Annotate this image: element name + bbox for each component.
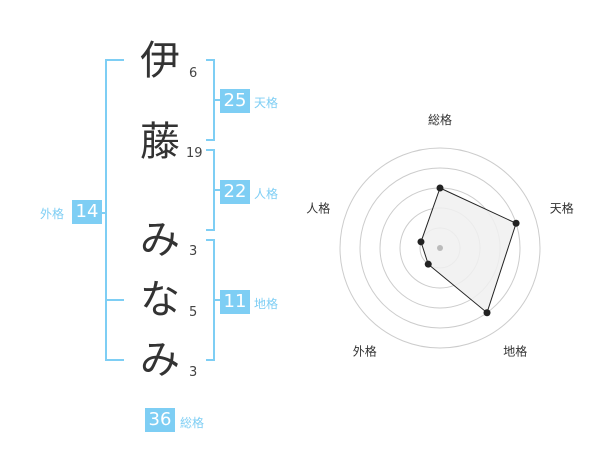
radar-axis-label-5: 人格	[306, 200, 330, 215]
stroke-count-5: 3	[189, 365, 198, 380]
chikaku-value-badge: 11	[220, 290, 250, 314]
stroke-count-2: 19	[186, 146, 203, 161]
tenkaku-value-badge: 25	[220, 89, 250, 113]
radar-point-1	[436, 184, 444, 192]
name-char-4: な	[140, 277, 180, 323]
radar-point-5	[417, 238, 425, 246]
tenkaku-label: 天格	[254, 96, 279, 110]
radar-ring-4	[359, 167, 521, 329]
chikaku-label: 地格	[254, 297, 279, 311]
gaikaku-bracket	[105, 59, 124, 361]
radar-point-4	[424, 260, 432, 268]
soukaku-value-badge: 36	[145, 408, 175, 432]
radar-ring-5	[339, 147, 541, 349]
radar-axis-label-2: 天格	[550, 200, 574, 215]
gaikaku-value-badge: 14	[72, 200, 102, 224]
radar-center-dot	[437, 245, 443, 251]
name-char-2: 藤	[140, 119, 180, 165]
stroke-count-1: 6	[189, 66, 198, 81]
name-char-3: み	[140, 217, 180, 263]
name-char-1: 伊	[140, 38, 180, 84]
radar-point-3	[483, 309, 491, 317]
radar-shape	[420, 187, 517, 314]
name-char-5: み	[140, 337, 180, 383]
stroke-count-4: 5	[189, 305, 198, 320]
radar-axis-label-1: 総格	[428, 112, 452, 127]
radar-axis-label-4: 外格	[353, 344, 377, 359]
radar-point-2	[512, 219, 520, 227]
jinkaku-label: 人格	[254, 187, 279, 201]
jinkaku-value-badge: 22	[220, 180, 250, 204]
radar-axis-label-3: 地格	[503, 344, 527, 359]
stroke-count-3: 3	[189, 244, 198, 259]
gaikaku-label: 外格	[40, 207, 65, 221]
soukaku-label: 総格	[180, 416, 205, 430]
